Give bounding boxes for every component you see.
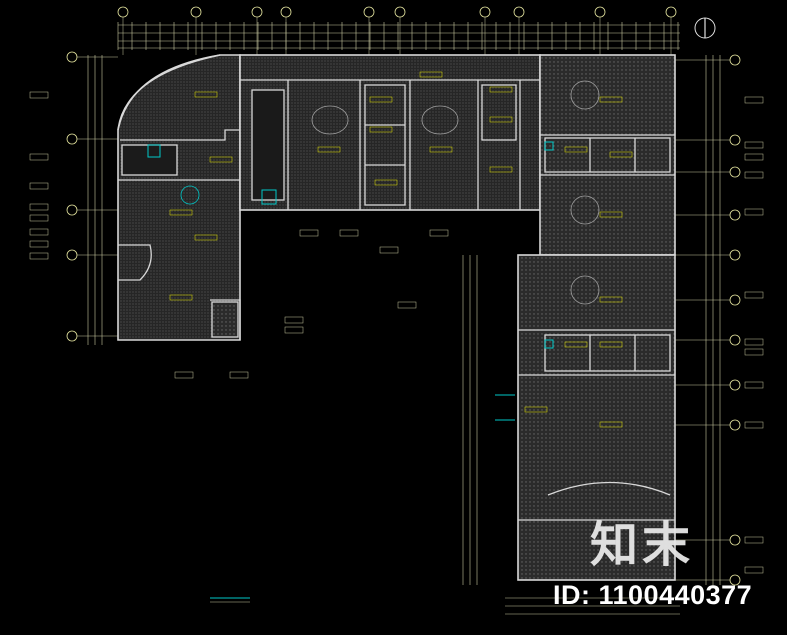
elevation-tag	[169, 294, 193, 301]
grid-axis-bubble	[280, 6, 292, 18]
curved-facade	[117, 54, 221, 131]
grid-axis-bubble	[251, 6, 263, 18]
elevation-tag	[419, 71, 443, 78]
elevation-tag	[599, 421, 623, 428]
elevation-tag	[489, 116, 513, 123]
grid-axis-bubble	[190, 6, 202, 18]
grid-axis-bubble	[594, 6, 606, 18]
grid-axis-bubble	[665, 6, 677, 18]
elevation-tag	[369, 96, 393, 103]
right-grid-axes	[675, 54, 741, 586]
callout-label-box	[744, 291, 764, 299]
grid-axis-bubble	[729, 249, 741, 261]
callout-label-box	[29, 228, 49, 236]
elevation-tag	[599, 296, 623, 303]
elevation-tag	[209, 156, 233, 163]
callout-label-box	[397, 301, 417, 309]
callout-label-box	[299, 229, 319, 237]
accent-fixtures	[147, 141, 554, 421]
callout-label-box	[284, 316, 304, 324]
elevation-tag	[194, 234, 218, 241]
callout-label-box	[29, 240, 49, 248]
top-dimension-lines	[118, 24, 680, 49]
north-arrow-icon	[694, 17, 716, 39]
elevation-tag	[599, 211, 623, 218]
elevation-tag	[599, 341, 623, 348]
elevation-tag	[609, 151, 633, 158]
elevation-tag	[429, 146, 453, 153]
elevation-tags	[169, 71, 633, 428]
grid-axis-bubble	[479, 6, 491, 18]
elevation-tag	[564, 341, 588, 348]
elevation-tag	[169, 209, 193, 216]
grid-axis-bubble	[729, 334, 741, 346]
callout-label-box	[744, 208, 764, 216]
scale-bar	[210, 597, 250, 603]
grid-axis-bubble	[513, 6, 525, 18]
grid-axis-bubble	[729, 419, 741, 431]
callout-label-box	[744, 381, 764, 389]
elevation-tag	[369, 126, 393, 133]
callout-label-box	[29, 203, 49, 211]
elevation-tag	[564, 146, 588, 153]
building-floor	[117, 54, 676, 581]
left-dimension-lines	[87, 55, 103, 345]
watermark-id: ID: 1100440377	[553, 580, 753, 610]
ceiling-features	[180, 80, 600, 305]
callout-label-box	[744, 141, 764, 149]
callout-label-box	[744, 338, 764, 346]
callout-label-box	[284, 326, 304, 334]
watermark-logo: 知末	[590, 517, 695, 573]
elevation-tag	[489, 166, 513, 173]
top-dimension-ticks	[117, 22, 679, 50]
bottom-dimension-lines	[505, 597, 680, 615]
callout-label-box	[29, 214, 49, 222]
callout-label-box	[744, 153, 764, 161]
callout-label-box	[29, 182, 49, 190]
grid-axis-bubble	[66, 51, 78, 63]
callout-label-box	[744, 566, 764, 574]
callout-label-box	[339, 229, 359, 237]
callout-label-box	[744, 536, 764, 544]
grid-axis-bubble	[729, 534, 741, 546]
elevation-tag	[524, 406, 548, 413]
callout-boxes	[29, 91, 764, 574]
grid-axis-bubble	[729, 166, 741, 178]
elevation-tag	[374, 179, 398, 186]
grid-axis-bubble	[729, 134, 741, 146]
callout-label-box	[744, 171, 764, 179]
top-grid-axes	[117, 6, 677, 55]
grid-axis-bubble	[363, 6, 375, 18]
callout-label-box	[429, 229, 449, 237]
elevation-tag	[317, 146, 341, 153]
grid-axis-bubble	[66, 330, 78, 342]
grid-axis-bubble	[117, 6, 129, 18]
callout-label-box	[744, 348, 764, 356]
elevation-tag	[194, 91, 218, 98]
callout-label-box	[29, 91, 49, 99]
callout-label-box	[29, 153, 49, 161]
callout-label-box	[29, 252, 49, 260]
grid-axis-bubble	[66, 249, 78, 261]
callout-label-box	[744, 96, 764, 104]
callout-label-box	[174, 371, 194, 379]
right-dimension-lines	[705, 55, 721, 585]
inner-dimension-lines	[462, 255, 478, 585]
callout-label-box	[229, 371, 249, 379]
grid-axis-bubble	[729, 379, 741, 391]
grid-axis-bubble	[729, 294, 741, 306]
room-partitions	[118, 79, 675, 521]
callout-label-box	[744, 421, 764, 429]
elevation-tag	[599, 96, 623, 103]
elevation-tag	[489, 86, 513, 93]
grid-axis-bubble	[66, 204, 78, 216]
grid-axis-bubble	[394, 6, 406, 18]
grid-axis-bubble	[729, 209, 741, 221]
grid-axis-bubble	[729, 54, 741, 66]
left-grid-axes	[66, 51, 118, 342]
grid-axis-bubble	[66, 133, 78, 145]
callout-label-box	[379, 246, 399, 254]
